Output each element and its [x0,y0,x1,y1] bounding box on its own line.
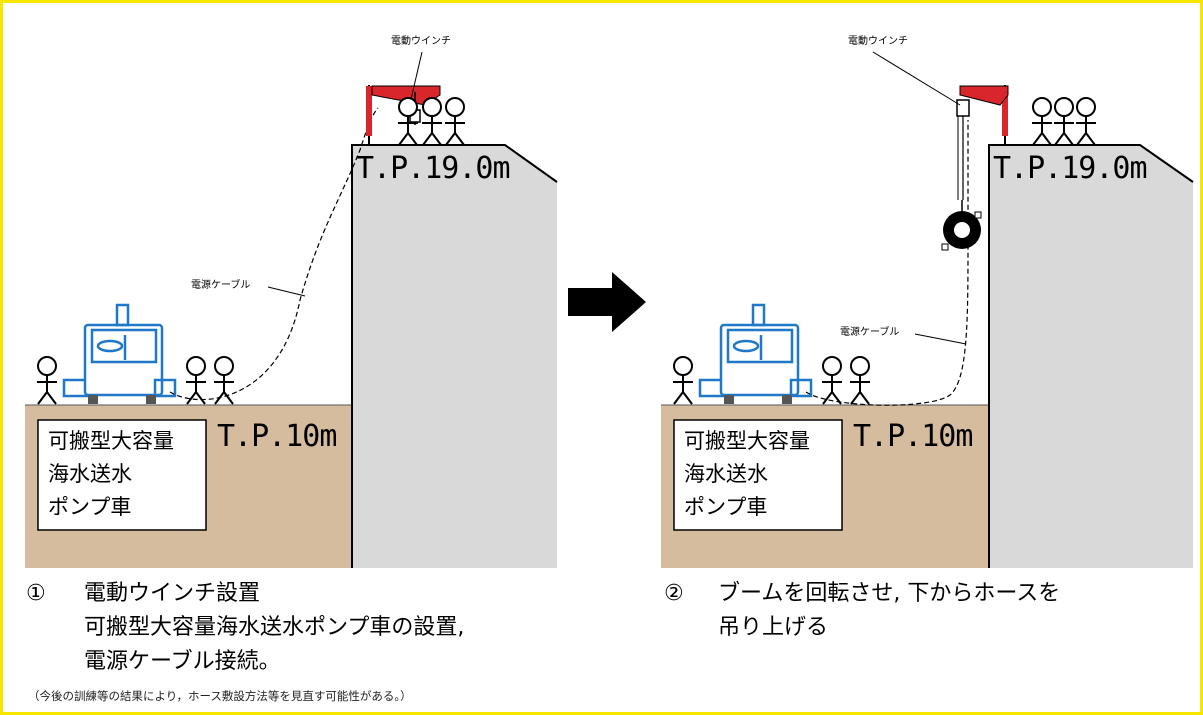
power-cable [169,107,379,401]
upper-level-label: T.P.19.0m [993,151,1148,186]
pump-label-line-3: ポンプ車 [48,495,132,519]
step-2-line-1: ブームを回転させ, 下からホースを [718,581,1061,606]
pump-label-line-2: 海水送水 [684,462,768,486]
electric-winch [366,85,441,145]
pump-label-box [37,419,207,531]
next-step-arrow [568,272,646,332]
pump-label-line-1: 可搬型大容量 [48,429,174,453]
hose-reel [941,200,982,251]
step-1-line-2: 電源ケーブル接続。 [84,649,281,674]
pump-truck [698,303,813,398]
electric-winch [956,85,1009,200]
step-2-line-2: 吊り上げる [718,615,829,640]
winch-label: 電動ウインチ [391,36,451,47]
cliff-block [352,145,557,568]
step-1-title: 電動ウインチ設置 [84,581,261,606]
pump-label-box [673,419,843,531]
pump-truck [62,303,177,398]
pump-label-line-3: ポンプ車 [684,495,768,519]
cable-label: 電源ケーブル [191,280,251,291]
winch-label: 電動ウインチ [848,36,908,47]
cable-label: 電源ケーブル [840,327,900,338]
panel-2-illustration [661,51,1194,568]
footnote: （今後の訓練等の結果により，ホース敷設方法等を見直す可能性がある。） [28,689,412,703]
lower-level-label: T.P.10m [853,419,973,454]
pump-label-line-1: 可搬型大容量 [684,429,810,453]
step-1-number: ① [26,581,46,606]
lower-level-label: T.P.10m [217,419,337,454]
step-2-number: ② [664,581,684,606]
panel-1-illustration [25,51,558,568]
pump-label-line-2: 海水送水 [48,462,132,486]
power-cable [805,120,969,406]
cliff-block [989,145,1193,568]
upper-level-label: T.P.19.0m [356,151,511,186]
step-1-line-1: 可搬型大容量海水送水ポンプ車の設置, [84,615,465,640]
